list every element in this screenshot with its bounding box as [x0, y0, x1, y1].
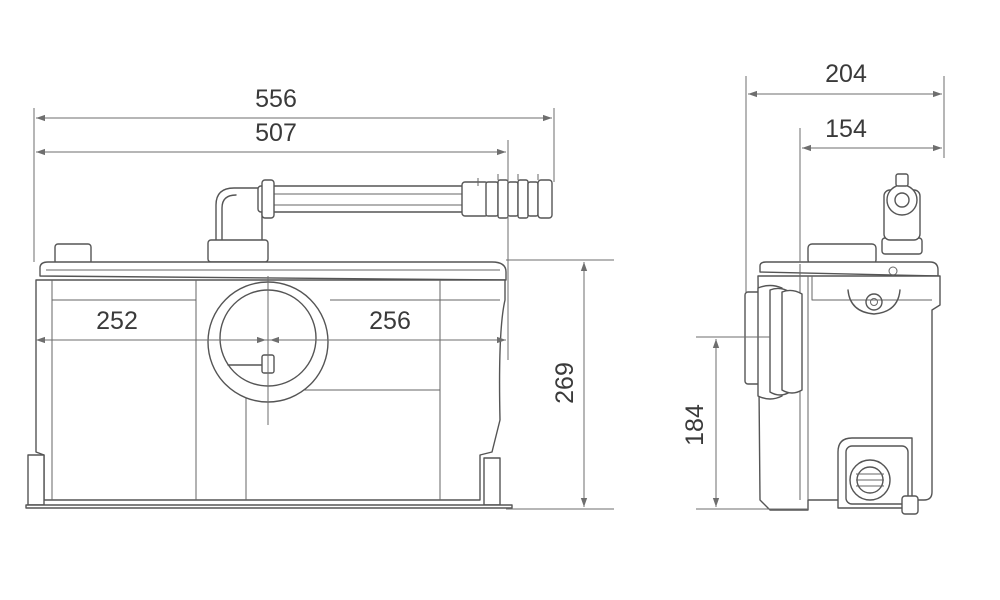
side-view [744, 173, 941, 515]
foot-right [483, 457, 501, 506]
side-inlet-bellows [744, 284, 803, 400]
service-hatch [837, 437, 919, 515]
front-dimensions: 556 507 252 256 269 [33, 85, 614, 510]
dimension-184: 184 [681, 404, 709, 446]
dimension-252: 252 [96, 307, 138, 335]
front-view [25, 174, 553, 509]
dimension-204: 204 [825, 60, 867, 88]
vent-stub [54, 243, 92, 265]
dimension-269: 269 [551, 362, 579, 404]
dimension-507: 507 [255, 119, 297, 147]
side-dimensions: 204 154 184 [681, 60, 945, 510]
side-discharge-fitting [881, 173, 923, 255]
outlet-collar [207, 239, 269, 263]
lid [39, 261, 507, 281]
discharge-pipe [215, 174, 553, 246]
dimension-256: 256 [369, 307, 411, 335]
side-lid [759, 261, 939, 277]
dimension-154: 154 [825, 115, 867, 143]
foot-left [27, 454, 45, 506]
dimension-556: 556 [255, 85, 297, 113]
